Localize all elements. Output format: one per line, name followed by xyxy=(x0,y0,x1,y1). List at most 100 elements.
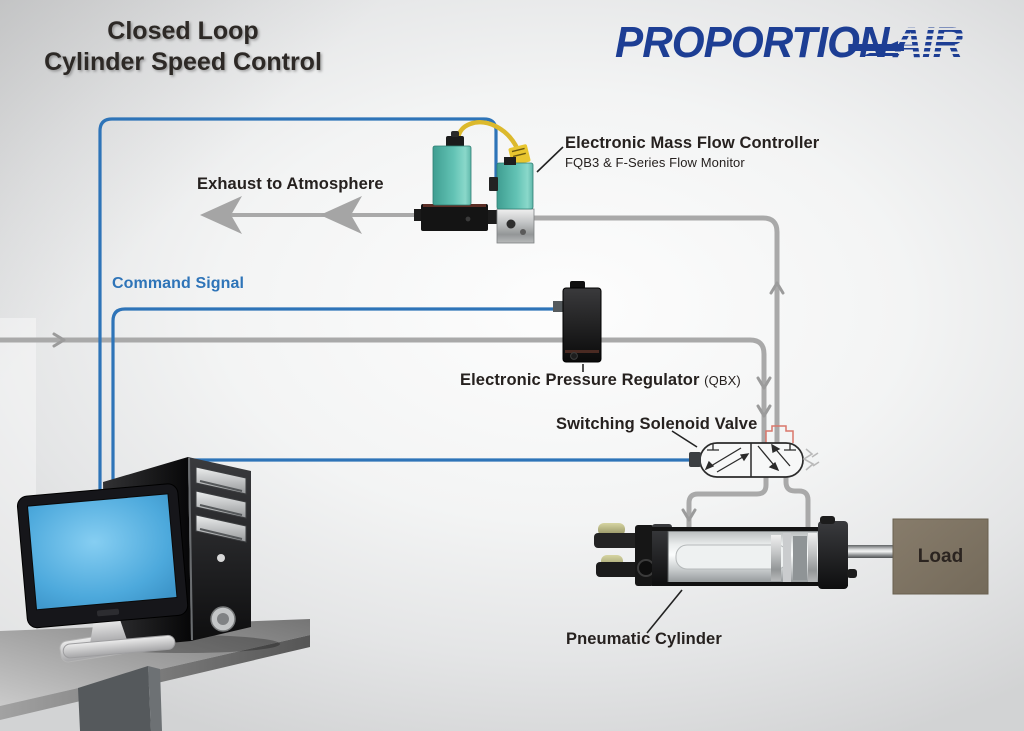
label-mfc-sub: FQB3 & F-Series Flow Monitor xyxy=(565,155,745,170)
valve-arrow-c xyxy=(768,461,780,472)
exhaust-outlet-nub xyxy=(414,209,424,221)
monitor-chin-notch xyxy=(96,608,120,617)
piston-rod xyxy=(848,545,895,558)
piston-ring-2 xyxy=(783,533,791,583)
monitor-port-hole xyxy=(506,219,516,229)
pneumatic-cylinder xyxy=(594,516,895,634)
base-coupler xyxy=(488,210,499,224)
valve-tank-port-left xyxy=(707,443,719,451)
cylinder-cap-right xyxy=(818,521,848,589)
piston-ring-1 xyxy=(771,535,781,581)
monitor-screen xyxy=(26,493,178,611)
drive-bay xyxy=(195,514,247,543)
valve-arrow-d xyxy=(771,443,781,453)
desk xyxy=(0,619,310,731)
supply-arrow-down-2 xyxy=(756,404,772,418)
cylinder-pointer-line xyxy=(646,589,683,634)
label-mfc-main: Electronic Mass Flow Controller xyxy=(565,134,820,152)
label-pneumatic-cylinder: Pneumatic Cylinder xyxy=(566,630,722,648)
label-mass-flow-controller: Electronic Mass Flow Controller FQB3 & F… xyxy=(565,134,819,170)
controller-top-nub xyxy=(451,131,459,137)
logo-air-group: AIR xyxy=(848,18,963,68)
regulator-inlet-fitting xyxy=(553,301,565,312)
controller-top-cap xyxy=(446,136,464,148)
logo-text-air: AIR xyxy=(892,18,963,67)
controller-gasket xyxy=(423,204,486,207)
valve-signal-connector xyxy=(689,452,701,467)
cap-bolt-top xyxy=(820,516,835,524)
label-command-signal: Command Signal xyxy=(112,275,245,292)
piston-ring-3 xyxy=(808,533,817,583)
label-solenoid-valve: Switching Solenoid Valve xyxy=(556,415,758,433)
label-exhaust-to-atmosphere: Exhaust to Atmosphere xyxy=(197,175,384,193)
supply-line xyxy=(0,337,767,444)
monitor-signal-connector xyxy=(489,177,498,191)
regulator-body xyxy=(562,287,602,363)
title-line-1: Closed Loop xyxy=(107,17,259,45)
tower-edge-trim xyxy=(188,457,193,641)
front-vent-core xyxy=(217,613,229,625)
clevis-pin-top xyxy=(598,523,625,536)
cylinder-cap-left xyxy=(652,524,672,586)
proportion-air-logo: PROPORTION AIR xyxy=(615,18,963,68)
electronic-pressure-regulator xyxy=(553,281,602,372)
cap-end-tube xyxy=(686,476,769,529)
bay-tray-slots xyxy=(199,480,243,540)
piston-core xyxy=(793,536,807,580)
diagram-title: Closed Loop Cylinder Speed Control xyxy=(18,16,348,78)
electronic-mass-flow-controller xyxy=(414,120,564,244)
controller-base xyxy=(421,204,488,231)
valve-tank-port-right xyxy=(784,443,796,451)
tie-rod-top xyxy=(652,527,848,531)
pneumatic-lines xyxy=(0,213,811,533)
switching-solenoid-valve xyxy=(671,425,820,478)
exhaust-arrow-2 xyxy=(320,196,362,234)
rod-end-tube xyxy=(783,476,811,533)
monitor-body-teal xyxy=(496,162,534,210)
monitor xyxy=(16,483,189,659)
valve-pointer-line xyxy=(671,430,698,448)
title-line-2: Cylinder Speed Control xyxy=(44,48,322,76)
regulator-port xyxy=(570,352,578,360)
power-button xyxy=(217,554,225,562)
desk-leg xyxy=(78,666,151,731)
label-pressure-regulator: Electronic Pressure Regulator (QBX) xyxy=(460,371,741,390)
connector-ridges xyxy=(511,147,526,158)
controller-body-teal xyxy=(432,145,472,206)
valve-arrow-a xyxy=(704,460,715,471)
supply-arrow-down-1 xyxy=(756,376,772,390)
drive-bay xyxy=(195,490,247,519)
label-epr-main: Electronic Pressure Regulator xyxy=(460,371,700,389)
monitor-top-fitting xyxy=(504,157,516,165)
controller-screw xyxy=(465,216,471,222)
monitor-stand-base xyxy=(62,634,176,659)
load-block xyxy=(892,518,989,595)
valve-arrow-b xyxy=(739,453,750,462)
tie-rod-bottom xyxy=(652,582,848,586)
drive-bays xyxy=(195,466,247,543)
clevis-pivot xyxy=(637,559,655,577)
valve-exhaust-line xyxy=(533,215,780,444)
bleed-fitting xyxy=(847,569,857,578)
solenoid-coil-outline xyxy=(765,425,794,443)
regulator-gasket xyxy=(565,350,599,353)
valve-spring xyxy=(802,448,820,471)
controller-pointer-line xyxy=(536,146,564,173)
cap-end-arrow-down xyxy=(681,508,697,522)
supply-arrow-right xyxy=(52,332,66,348)
logo-text-proportion: PROPORTION xyxy=(615,18,890,67)
logo-dash xyxy=(848,44,904,51)
flow-arrows xyxy=(52,196,785,522)
piston-assembly xyxy=(771,533,817,583)
drive-bay xyxy=(195,466,247,495)
monitor-vent-hole xyxy=(520,229,526,235)
label-epr-model: (QBX) xyxy=(704,373,741,388)
monitor-base-metal xyxy=(496,208,535,244)
command-line-regulator xyxy=(111,307,562,520)
exhaust-arrow-up xyxy=(769,281,785,295)
monitor-stand-neck xyxy=(89,618,128,646)
exhaust-arrow-1 xyxy=(200,196,242,234)
load-label: Load xyxy=(917,545,964,567)
